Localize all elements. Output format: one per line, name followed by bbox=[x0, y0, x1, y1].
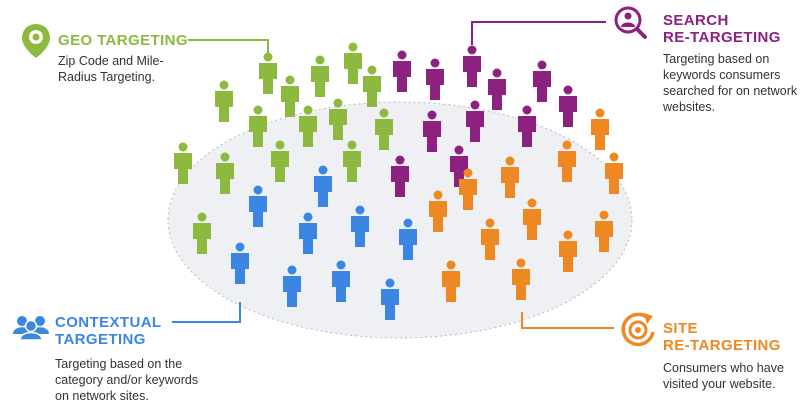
geo-targeting-description: Zip Code and Mile- Radius Targeting. bbox=[58, 54, 164, 84]
search-person-icon bbox=[463, 45, 481, 87]
contextual-person-icon bbox=[314, 165, 332, 207]
search-person-icon bbox=[391, 155, 409, 197]
search-person-icon bbox=[423, 110, 441, 152]
search-person-icon bbox=[488, 68, 506, 110]
site-person-icon bbox=[481, 218, 499, 260]
site-person-icon bbox=[559, 230, 577, 272]
contextual-person-icon bbox=[249, 185, 267, 227]
search-retargeting-title: SEARCH RE-TARGETING bbox=[663, 12, 781, 46]
contextual-targeting-callout: CONTEXTUAL TARGETING Targeting based on … bbox=[55, 314, 198, 404]
geo-person-icon bbox=[215, 80, 233, 122]
geo-person-icon bbox=[299, 105, 317, 147]
geo-person-icon bbox=[249, 105, 267, 147]
search-person-icon bbox=[393, 50, 411, 92]
contextual-person-icon bbox=[299, 212, 317, 254]
search-person-icon bbox=[533, 60, 551, 102]
search-person-icon bbox=[559, 85, 577, 127]
geo-person-icon bbox=[343, 140, 361, 182]
site-person-icon bbox=[605, 152, 623, 194]
search-person-icon bbox=[426, 58, 444, 100]
geo-person-icon bbox=[281, 75, 299, 117]
site-connector-line bbox=[521, 312, 614, 329]
site-person-icon bbox=[523, 198, 541, 240]
audience-ellipse bbox=[167, 101, 633, 339]
geo-person-icon bbox=[363, 65, 381, 107]
geo-person-icon bbox=[271, 140, 289, 182]
search-person-icon bbox=[614, 6, 647, 39]
search-connector-line bbox=[471, 21, 606, 45]
geo-person-icon bbox=[259, 52, 277, 94]
geo-person-icon bbox=[216, 152, 234, 194]
site-person-icon bbox=[595, 210, 613, 252]
search-person-icon bbox=[466, 100, 484, 142]
site-person-icon bbox=[591, 108, 609, 150]
search-retargeting-description: Targeting based on keywords consumers se… bbox=[663, 52, 798, 114]
site-person-icon bbox=[512, 258, 530, 300]
contextual-connector-line bbox=[172, 302, 241, 323]
site-person-icon bbox=[501, 156, 519, 198]
site-person-icon bbox=[459, 168, 477, 210]
geo-person-icon bbox=[311, 55, 329, 97]
search-person-icon bbox=[518, 105, 536, 147]
site-person-icon bbox=[429, 190, 447, 232]
geo-person-icon bbox=[193, 212, 211, 254]
contextual-person-icon bbox=[231, 242, 249, 284]
site-retargeting-title: SITE RE-TARGETING bbox=[663, 320, 781, 354]
search-retargeting-callout: SEARCH RE-TARGETING Targeting based on k… bbox=[663, 12, 797, 115]
target-refresh-icon bbox=[621, 312, 655, 347]
geo-targeting-title: GEO TARGETING bbox=[58, 32, 188, 49]
geo-person-icon bbox=[329, 98, 347, 140]
contextual-person-icon bbox=[381, 278, 399, 320]
contextual-targeting-title: CONTEXTUAL TARGETING bbox=[55, 314, 162, 348]
geo-person-icon bbox=[174, 142, 192, 184]
site-retargeting-description: Consumers who have visited your website. bbox=[663, 361, 784, 391]
contextual-person-icon bbox=[332, 260, 350, 302]
geo-connector-line bbox=[188, 39, 269, 55]
contextual-targeting-description: Targeting based on the category and/or k… bbox=[55, 357, 199, 403]
people-group-icon bbox=[13, 316, 49, 341]
geo-person-icon bbox=[344, 42, 362, 84]
geo-person-icon bbox=[375, 108, 393, 150]
contextual-person-icon bbox=[399, 218, 417, 260]
site-person-icon bbox=[558, 140, 576, 182]
site-retargeting-callout: SITE RE-TARGETING Consumers who have vis… bbox=[663, 320, 784, 392]
map-pin-icon bbox=[22, 24, 50, 58]
contextual-person-icon bbox=[283, 265, 301, 307]
site-person-icon bbox=[442, 260, 460, 302]
geo-targeting-callout: GEO TARGETING Zip Code and Mile- Radius … bbox=[58, 32, 188, 85]
contextual-person-icon bbox=[351, 205, 369, 247]
people-crowd bbox=[174, 42, 623, 320]
